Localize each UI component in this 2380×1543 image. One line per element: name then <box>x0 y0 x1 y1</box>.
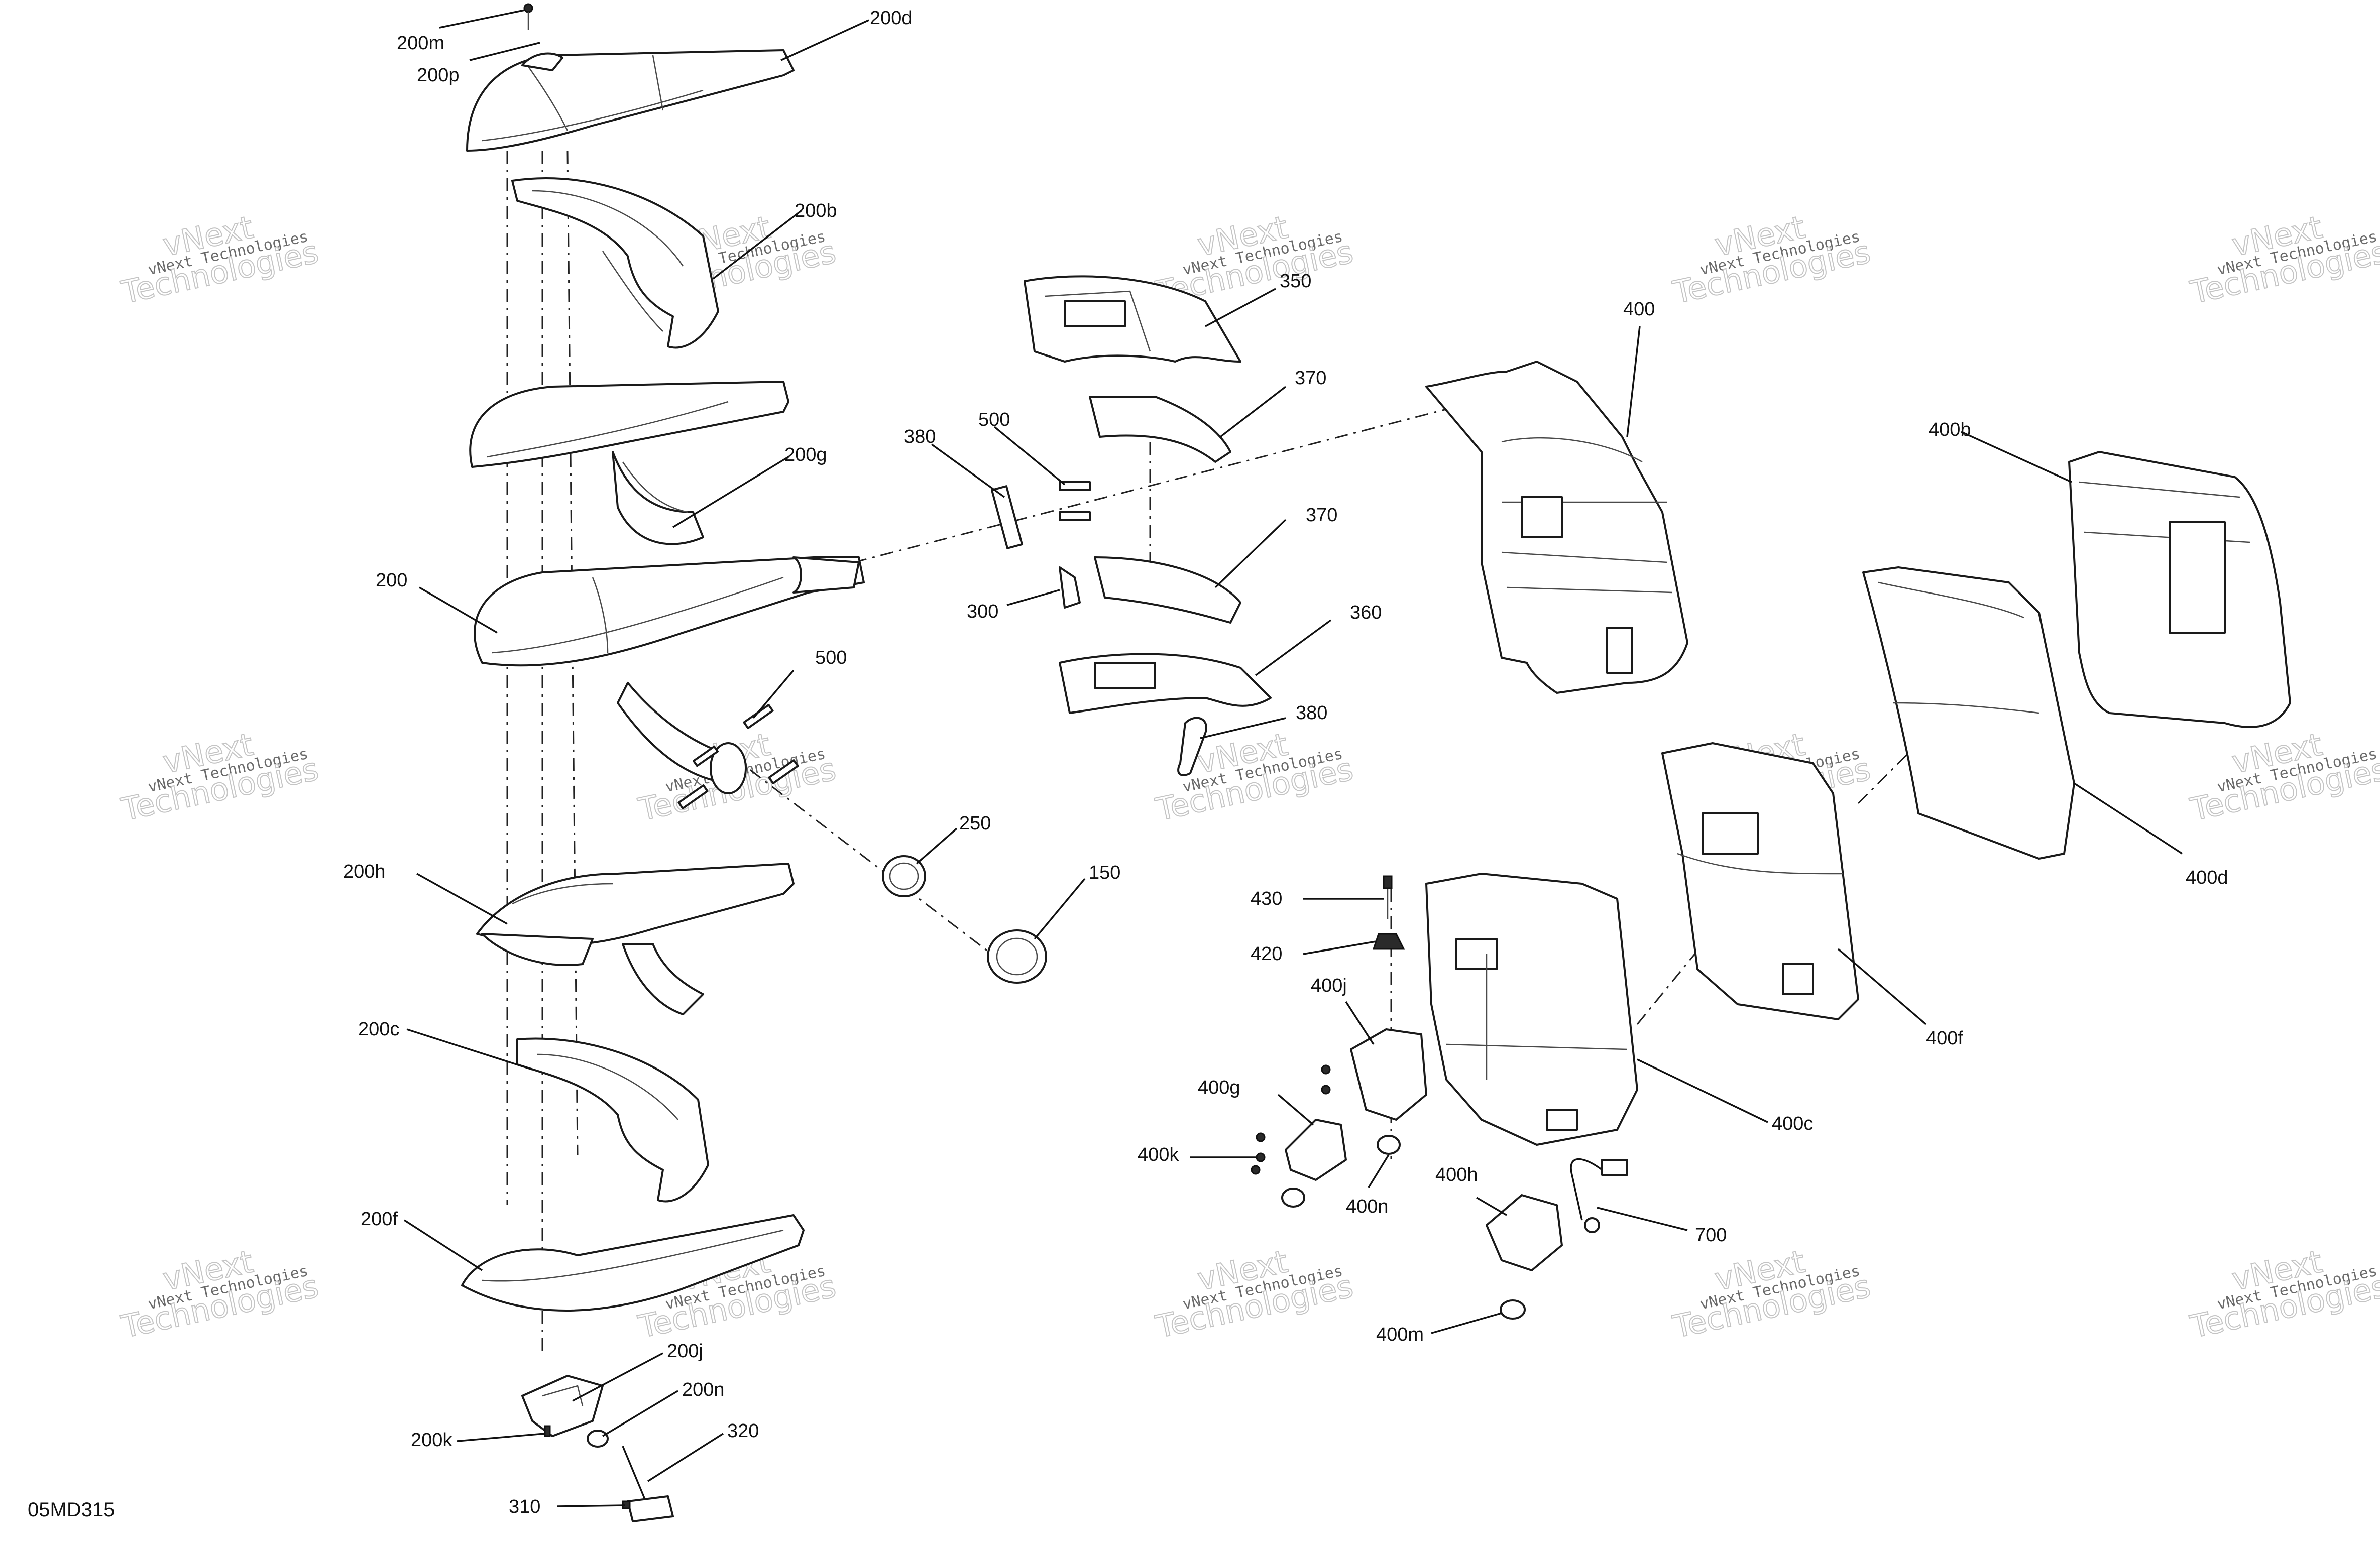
heat-shield-400c <box>1425 873 1638 1146</box>
callout-400b: 400b <box>1929 419 1971 440</box>
watermark: vNext vNext Technologies Technologies <box>2187 726 2380 828</box>
callout-200g: 200g <box>784 444 827 465</box>
ring-250 <box>882 855 926 897</box>
callout-200k: 200k <box>411 1430 452 1451</box>
bracket-400g <box>1285 1119 1347 1181</box>
callout-400c: 400c <box>1772 1113 1813 1134</box>
callout-320: 320 <box>727 1420 759 1442</box>
callout-400n: 400n <box>1346 1196 1389 1217</box>
callout-200: 200 <box>376 570 407 591</box>
bracket-400j <box>1350 1028 1427 1121</box>
bolt-430 <box>1383 875 1393 919</box>
grommet-400n <box>1281 1135 1401 1208</box>
heat-shield-360 <box>1059 653 1272 714</box>
callout-360: 360 <box>1350 602 1382 623</box>
grommet-200n <box>587 1430 609 1448</box>
heat-shield-200c <box>516 1037 709 1203</box>
heat-shield-200b <box>511 177 719 349</box>
bracket-400h <box>1486 1194 1563 1271</box>
ring-150 <box>987 929 1047 984</box>
grommet-400m <box>1500 1299 1526 1320</box>
callout-310: 310 <box>509 1496 540 1517</box>
callout-420: 420 <box>1251 943 1282 965</box>
seal-380-top <box>990 485 1024 549</box>
callout-200h: 200h <box>343 861 386 882</box>
heat-shield-400d <box>1862 566 2075 860</box>
callout-400k: 400k <box>1138 1144 1179 1165</box>
callout-200m: 200m <box>397 33 444 54</box>
callout-500-top: 500 <box>978 409 1010 430</box>
callout-380-bottom: 380 <box>1296 702 1327 724</box>
callout-400m: 400m <box>1376 1324 1424 1345</box>
sensor-700 <box>1570 1158 1628 1233</box>
callout-370-top: 370 <box>1295 368 1326 389</box>
callout-400d: 400d <box>2186 867 2228 888</box>
callout-labels: 200m 200p 200d 200b 200g 200 200h 200c 2… <box>343 8 2228 1517</box>
callout-200c: 200c <box>358 1019 399 1040</box>
shell-bottom-200f <box>461 1214 805 1312</box>
elbow-200g <box>612 451 704 545</box>
watermark: vNext vNext Technologies Technologies <box>1152 726 1357 828</box>
screw-200k <box>544 1425 551 1437</box>
watermark: vNext vNext Technologies Technologies <box>1152 1243 1357 1346</box>
watermark: vNext vNext Technologies Technologies <box>118 726 322 828</box>
callout-250: 250 <box>959 813 991 834</box>
callout-150: 150 <box>1089 862 1120 883</box>
watermark: vNext vNext Technologies Technologies <box>118 208 322 311</box>
callout-400f: 400f <box>1926 1028 1963 1049</box>
watermark: vNext vNext Technologies Technologies <box>1669 208 1874 311</box>
callout-400g: 400g <box>1198 1077 1240 1098</box>
callout-200d: 200d <box>870 8 913 29</box>
callout-500-mid: 500 <box>815 647 847 668</box>
isolator-420 <box>1372 933 1405 950</box>
callout-200j: 200j <box>667 1341 703 1362</box>
watermark: vNext vNext Technologies Technologies <box>2187 208 2380 311</box>
bracket-200j <box>521 1375 604 1437</box>
spring-320 <box>622 1446 674 1522</box>
heat-shield-400b <box>2068 451 2291 728</box>
watermark: vNext vNext Technologies Technologies <box>1669 1243 1874 1346</box>
diagram-code: 05MD315 <box>28 1499 115 1521</box>
seal-380-bottom <box>1177 717 1207 776</box>
callout-300: 300 <box>967 601 998 622</box>
callout-400: 400 <box>1623 299 1655 320</box>
callout-200f: 200f <box>361 1209 398 1230</box>
callout-400j: 400j <box>1311 975 1347 996</box>
springs-500-top <box>1059 481 1091 521</box>
springs-500-mid <box>677 704 799 809</box>
callout-370-mid: 370 <box>1306 505 1337 526</box>
callout-380-top: 380 <box>904 426 936 447</box>
watermark: vNext vNext Technologies Technologies <box>118 1243 322 1346</box>
sleeve-300 <box>1059 566 1081 609</box>
shell-upper <box>469 381 789 468</box>
heat-shield-top-200d <box>466 49 795 152</box>
muffler-400 <box>1425 361 1688 694</box>
callout-700: 700 <box>1695 1225 1727 1246</box>
callout-430: 430 <box>1251 888 1282 909</box>
leader-lines <box>404 9 2183 1507</box>
callout-200n: 200n <box>682 1379 725 1400</box>
callout-350: 350 <box>1280 271 1311 292</box>
heat-shield-400f <box>1661 742 1859 1020</box>
heat-shield-370-top <box>1089 396 1231 463</box>
shell-lower-200h <box>476 863 795 1015</box>
watermark: vNext vNext Technologies Technologies <box>2187 1243 2380 1346</box>
callout-200b: 200b <box>795 200 837 221</box>
callout-200p: 200p <box>417 65 460 86</box>
heat-shield-370-mid <box>1094 556 1241 624</box>
screw-200m <box>523 3 533 30</box>
heat-shield-350 <box>1024 275 1241 363</box>
callout-400h: 400h <box>1435 1164 1478 1185</box>
screws-400k <box>1251 1064 1331 1175</box>
